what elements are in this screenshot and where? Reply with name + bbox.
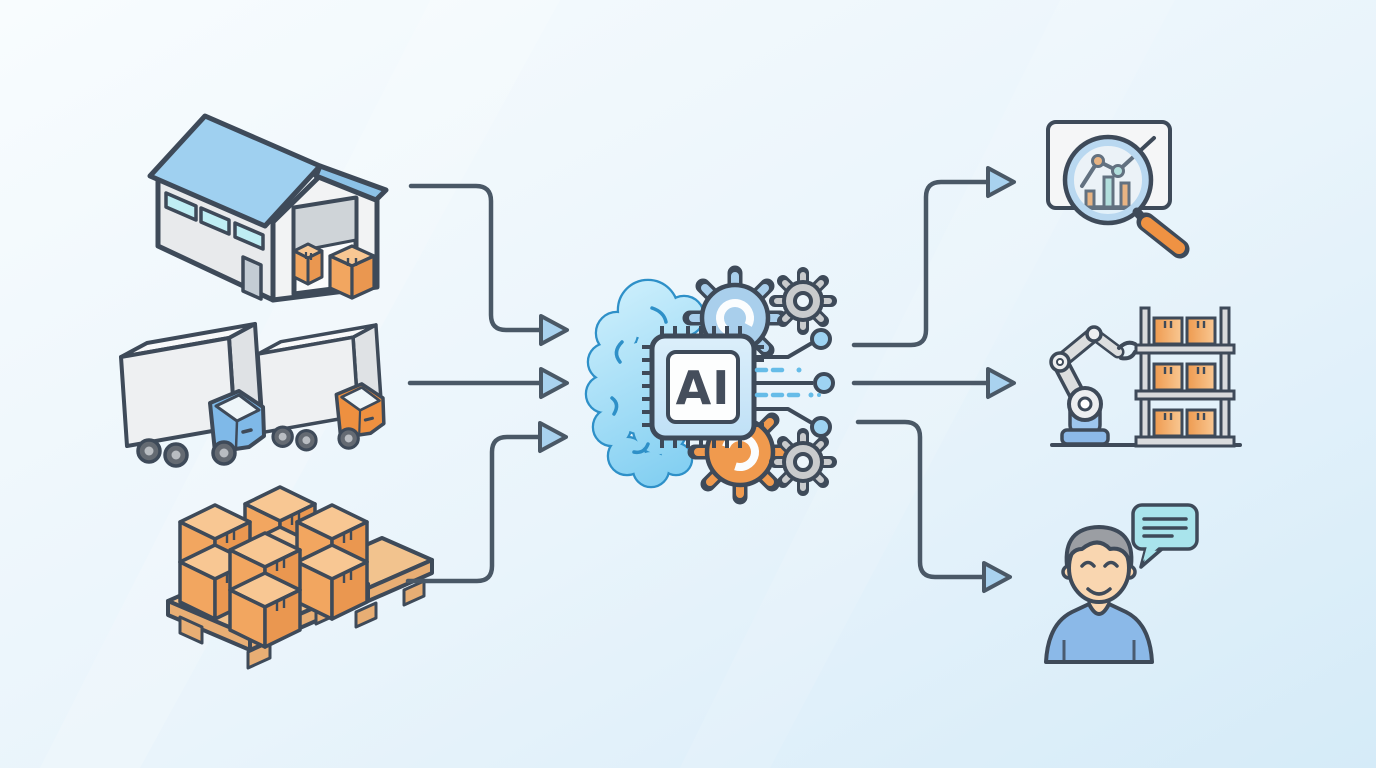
circuit-traces — [753, 328, 835, 438]
robot-arm-shelf-icon — [1049, 306, 1242, 448]
arrow-pallets-to-ai — [405, 421, 568, 584]
warehouse-roof — [147, 113, 389, 229]
pallet-boxes-icon — [166, 485, 434, 670]
chat-bubble — [1131, 503, 1199, 569]
arrow-ai-to-robot — [851, 367, 1016, 399]
robot-base — [1060, 428, 1110, 446]
gear-gray-bottom-icon — [769, 428, 837, 496]
arrow-ai-to-analytics — [851, 166, 1016, 348]
box-stack — [228, 531, 302, 649]
torso-shirt — [1044, 602, 1154, 664]
circuit-node — [813, 372, 835, 394]
box-stack — [295, 503, 369, 621]
chat-text-lines — [1142, 517, 1188, 538]
warehouse-box-inside — [292, 242, 324, 286]
arrow-trucks-to-ai — [407, 367, 569, 399]
warehouse-side-door — [241, 255, 263, 301]
arrow-ai-to-person — [855, 419, 1012, 593]
circuit-node — [810, 416, 832, 438]
person — [1044, 525, 1154, 664]
warehouse-windows — [164, 191, 265, 251]
garage-rolling-door — [292, 196, 358, 254]
magnifier-handle — [1141, 217, 1185, 254]
magnifier-analytics-icon — [1046, 120, 1190, 259]
robot-arm — [1049, 325, 1137, 446]
circuit-node — [810, 328, 832, 350]
storage-shelf — [1134, 306, 1236, 448]
ai-chip-label: AI — [676, 361, 731, 415]
ai-core-icon: AI — [584, 265, 837, 505]
warehouse-icon — [147, 113, 389, 303]
flow-arrows — [405, 166, 1016, 593]
smile — [1086, 587, 1112, 596]
arrow-warehouse-to-ai — [408, 183, 569, 346]
person-chat-icon — [1044, 503, 1199, 664]
bar-chart-glyph — [1084, 175, 1131, 209]
eyes — [1080, 560, 1119, 568]
ai-chip: AI — [642, 326, 764, 448]
magnifier-glass — [1062, 134, 1190, 259]
hair — [1064, 525, 1134, 568]
warehouse-box-outside — [328, 244, 376, 300]
gear-gray-top-icon — [769, 267, 837, 335]
